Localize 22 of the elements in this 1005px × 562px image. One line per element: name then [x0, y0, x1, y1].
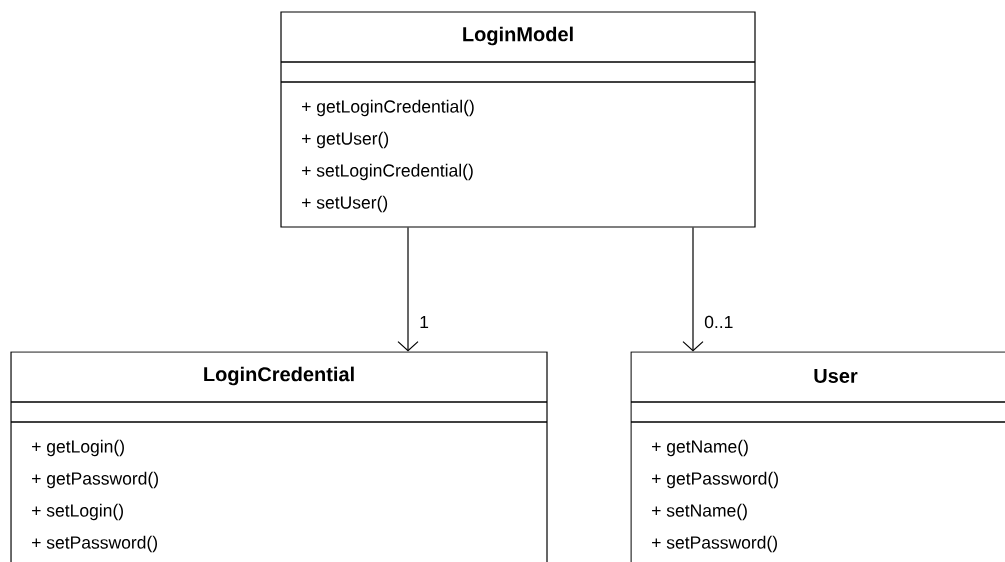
- method-text: + setLoginCredential(): [302, 163, 473, 181]
- method-text: + setPassword(): [652, 535, 777, 553]
- multiplicity-label: 0..1: [703, 314, 735, 330]
- method-text: + getName(): [652, 439, 748, 457]
- method-text: + getPassword(): [32, 471, 158, 489]
- method-text: + getLoginCredential(): [302, 99, 474, 117]
- method-text: + setName(): [652, 503, 747, 521]
- multiplicity-label: 1: [418, 315, 430, 329]
- method-text: + getPassword(): [652, 471, 778, 489]
- arrow: [397, 227, 419, 352]
- method-text: + getUser(): [302, 131, 389, 149]
- method-text: + setLogin(): [32, 503, 123, 521]
- class-name: LoginModel: [463, 26, 573, 46]
- class-name: LoginCredential: [204, 366, 354, 386]
- class-box: [10, 351, 548, 562]
- class-box: [630, 351, 1005, 562]
- arrow: [682, 227, 704, 352]
- class-box: [280, 11, 756, 228]
- method-text: + getLogin(): [32, 439, 124, 457]
- method-text: + setUser(): [302, 195, 388, 213]
- class-name: User: [814, 369, 858, 383]
- method-text: + setPassword(): [32, 535, 157, 553]
